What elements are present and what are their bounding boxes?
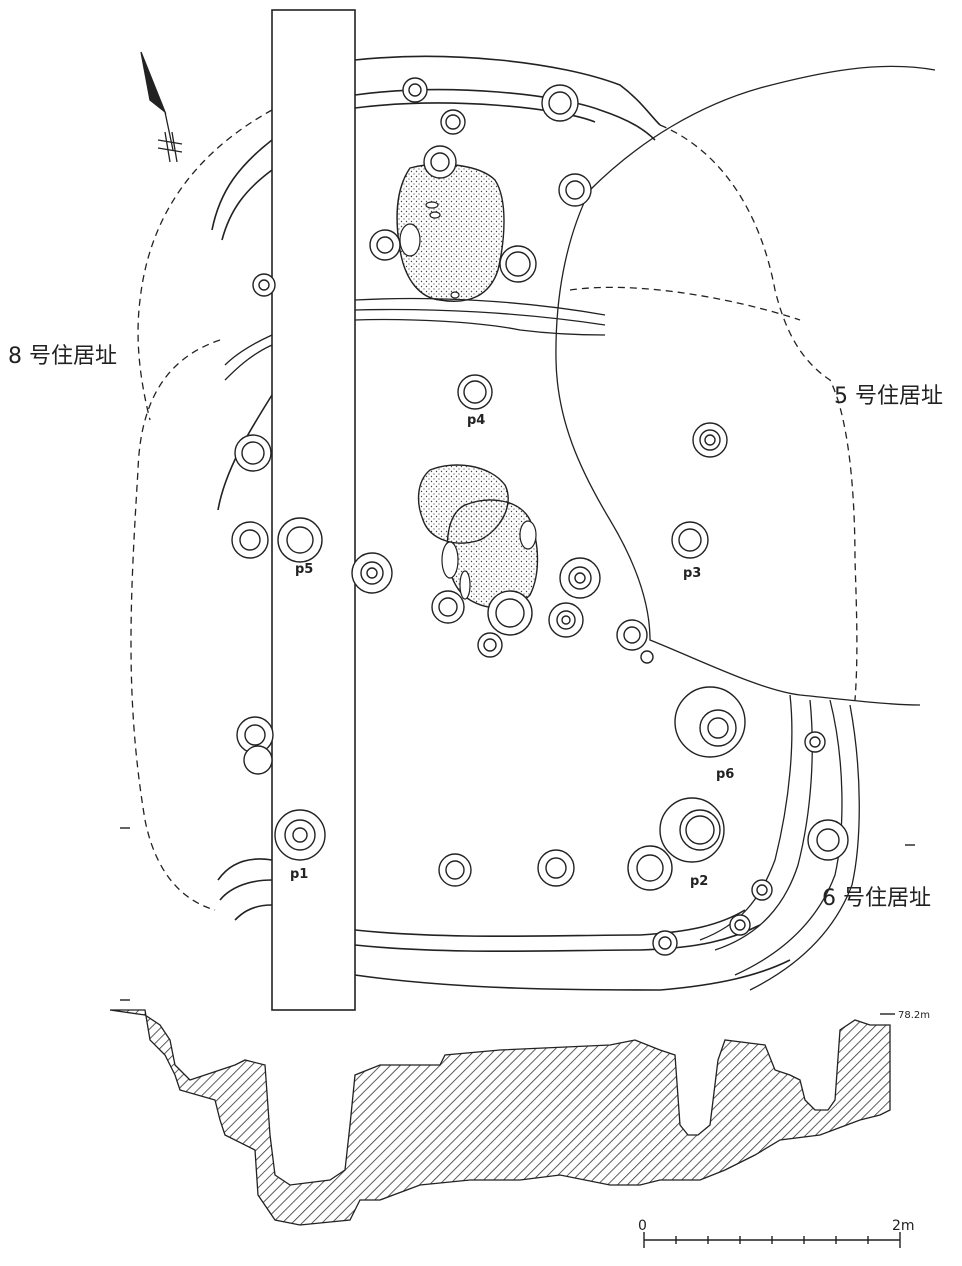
trench-strip: [271, 9, 356, 1011]
post-hole: [438, 853, 472, 887]
post-hole: [231, 521, 269, 559]
elevation-label: 78.2m: [898, 1010, 930, 1021]
pit-label-p4: p4: [467, 413, 485, 428]
house5-outline: [589, 65, 936, 191]
post-hole: [499, 245, 537, 283]
post-hole: [659, 797, 725, 863]
post-hole: [671, 521, 709, 559]
pit-label-p1: p1: [290, 867, 308, 882]
post-hole: [457, 374, 493, 410]
post-hole: [674, 686, 746, 758]
post-hole: [751, 879, 773, 901]
post-hole: [559, 557, 601, 599]
house8-label: 8 号住居址: [8, 344, 117, 369]
post-hole: [369, 229, 401, 261]
pit-label-p6: p6: [716, 767, 734, 782]
post-hole: [558, 173, 592, 207]
post-hole: [729, 914, 751, 936]
pit-label-p2: p2: [690, 874, 708, 889]
scale-bar: [643, 1232, 901, 1248]
house5-dashed-outline: [659, 124, 858, 701]
pit-label-p3: p3: [683, 566, 701, 581]
house8-outline: [137, 109, 273, 421]
interior-ledge: [224, 297, 606, 381]
post-hole: [616, 619, 648, 651]
post-hole: [541, 84, 579, 122]
post-hole: [423, 145, 457, 179]
post-hole: [652, 930, 678, 956]
post-hole: [274, 809, 326, 861]
post-hole: [548, 602, 584, 638]
post-hole: [431, 590, 465, 624]
house5-boundary: [555, 189, 921, 706]
post-hole: [351, 552, 393, 594]
post-hole: [234, 434, 272, 472]
north-arrow-icon: [140, 51, 183, 163]
house6-label: 6 号住居址: [822, 886, 931, 911]
cross-section-profile: [109, 1009, 891, 1226]
house5-label: 5 号住居址: [834, 384, 943, 409]
house7-wall: [211, 55, 791, 991]
scale-start-label: 0: [638, 1218, 647, 1234]
post-holes: [231, 77, 849, 956]
post-hole: [804, 731, 826, 753]
post-hole: [640, 650, 654, 664]
post-hole: [487, 590, 533, 636]
post-hole: [477, 632, 503, 658]
pit-label-p5: p5: [295, 562, 313, 577]
post-hole: [277, 517, 323, 563]
post-hole: [243, 745, 273, 775]
hearth-stones: [399, 201, 537, 600]
house5-inner-dashed: [569, 286, 801, 321]
post-hole: [692, 422, 728, 458]
post-hole: [402, 77, 428, 103]
post-hole: [537, 849, 575, 887]
house8-lower-outline: [130, 339, 221, 911]
post-hole: [252, 273, 276, 297]
post-hole: [627, 845, 673, 891]
post-hole: [440, 109, 466, 135]
post-hole: [807, 819, 849, 861]
scale-end-label: 2m: [892, 1218, 915, 1234]
